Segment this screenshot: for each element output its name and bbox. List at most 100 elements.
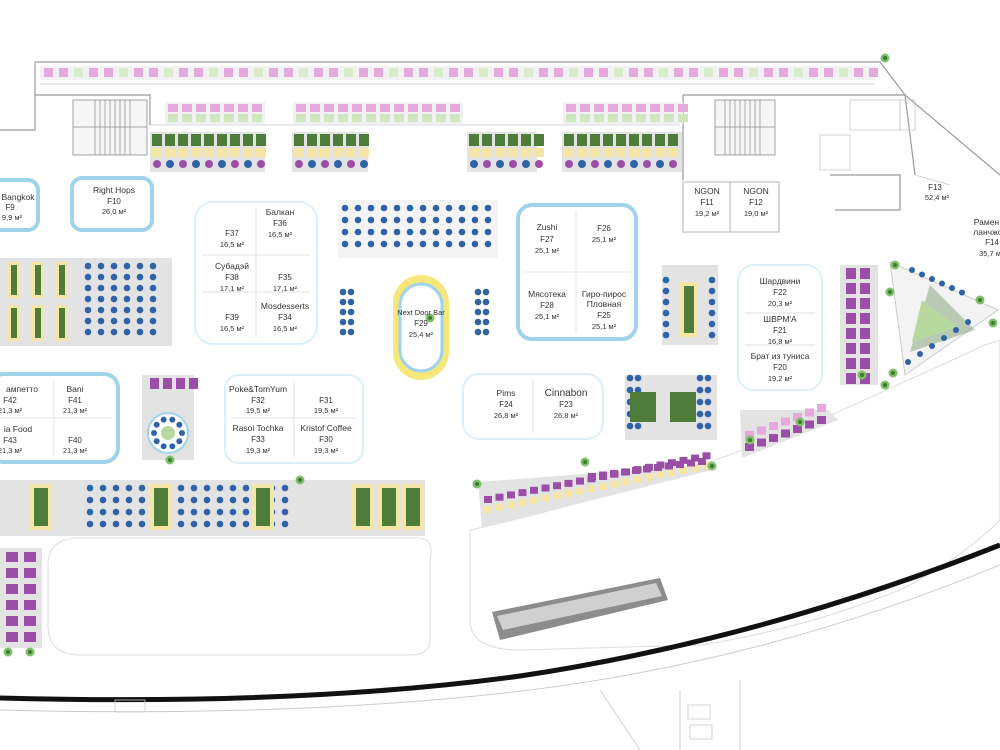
booth-seat bbox=[632, 467, 640, 474]
table bbox=[629, 148, 639, 157]
seat bbox=[177, 520, 185, 528]
table bbox=[846, 358, 856, 369]
chair bbox=[231, 160, 239, 168]
booth-seat bbox=[702, 462, 711, 470]
unit-f22-name[interactable]: Шардвини bbox=[760, 276, 801, 286]
seat bbox=[86, 496, 94, 504]
unit-f33-name[interactable]: Rasoi Tochka bbox=[233, 423, 284, 433]
booth-seat bbox=[678, 114, 688, 122]
seat bbox=[160, 416, 167, 423]
unit-f10-name[interactable]: Right Hops bbox=[93, 185, 135, 195]
seat bbox=[347, 308, 355, 316]
seat bbox=[634, 422, 642, 430]
table bbox=[860, 328, 870, 339]
seat bbox=[347, 298, 355, 306]
seat bbox=[86, 484, 94, 492]
unit-f40-area: 21,3 м² bbox=[63, 446, 88, 455]
window-seat-tile bbox=[794, 68, 803, 77]
booth-seat bbox=[224, 114, 234, 122]
unit-f34-code: F34 bbox=[278, 313, 292, 322]
unit-f25-name[interactable]: Гиро-пирос bbox=[582, 289, 627, 299]
seat bbox=[110, 328, 118, 336]
unit-f24-name[interactable]: Pims bbox=[497, 388, 516, 398]
booth-seat bbox=[664, 114, 674, 122]
table bbox=[603, 148, 613, 157]
table bbox=[256, 148, 266, 157]
unit-f11-name[interactable]: NGON bbox=[694, 186, 720, 196]
booth-seat bbox=[296, 104, 306, 112]
seat bbox=[229, 484, 237, 492]
unit-f32-name[interactable]: Poke&TomYum bbox=[229, 384, 287, 394]
unit-f36-name[interactable]: Балкан bbox=[266, 207, 295, 217]
unit-f30-name[interactable]: Kristof Coffee bbox=[300, 423, 352, 433]
unit-f32-area: 19,5 м² bbox=[246, 406, 271, 415]
booth-seat bbox=[805, 420, 814, 429]
table bbox=[655, 148, 665, 157]
unit-f20-name[interactable]: Брат из туниса bbox=[751, 351, 810, 361]
chair bbox=[604, 160, 612, 168]
unit-f43-name[interactable]: ia Food bbox=[4, 424, 33, 434]
unit-f10-code: F10 bbox=[107, 197, 121, 206]
booth-seat bbox=[757, 438, 766, 447]
unit-f21-name[interactable]: ШВРМ'А bbox=[763, 314, 797, 324]
unit-f9-name[interactable]: Bangkok bbox=[1, 192, 35, 202]
seat bbox=[909, 267, 915, 273]
unit-f12-name[interactable]: NGON bbox=[743, 186, 769, 196]
unit-f38-name[interactable]: Субадэй bbox=[215, 261, 249, 271]
unit-f23-name[interactable]: Cinnabon bbox=[545, 388, 588, 399]
seat bbox=[941, 335, 947, 341]
seat bbox=[662, 331, 670, 339]
seat bbox=[708, 276, 716, 284]
seat bbox=[97, 328, 105, 336]
table bbox=[6, 584, 18, 594]
seat bbox=[138, 520, 146, 528]
seat bbox=[110, 306, 118, 314]
booth-seat bbox=[817, 416, 826, 424]
seat bbox=[136, 317, 144, 325]
unit-f38-area: 17,1 м² bbox=[220, 284, 245, 293]
unit-f30-area: 19,3 м² bbox=[314, 446, 339, 455]
unit-f14-name[interactable]: Рамен и bbox=[974, 217, 1000, 227]
window-seat-tile bbox=[239, 68, 248, 77]
window-seat-tile bbox=[164, 68, 173, 77]
seat bbox=[97, 295, 105, 303]
booth-seat bbox=[636, 114, 646, 122]
unit-f28-name[interactable]: Мясотека bbox=[528, 289, 566, 299]
unit-f42-name[interactable]: ампетто bbox=[6, 384, 38, 394]
unit-f25-name-line2: Пловная bbox=[587, 299, 622, 309]
seat bbox=[965, 319, 971, 325]
unit-f13-code: F13 bbox=[928, 183, 942, 192]
booth-seat bbox=[436, 114, 446, 122]
table bbox=[6, 600, 18, 610]
booth-seat bbox=[594, 104, 604, 112]
unit-f34-name[interactable]: Mosdesserts bbox=[261, 301, 309, 311]
unit-f27-name[interactable]: Zushi bbox=[537, 222, 558, 232]
unit-f36-code: F36 bbox=[273, 219, 287, 228]
unit-f11-code: F11 bbox=[700, 198, 714, 207]
booth-seat bbox=[793, 413, 802, 421]
table bbox=[629, 134, 639, 146]
seat bbox=[84, 317, 92, 325]
unit-f36-area: 16,5 м² bbox=[268, 230, 293, 239]
seat bbox=[229, 520, 237, 528]
booth-seat bbox=[484, 506, 492, 513]
pod-f23-f24 bbox=[462, 373, 604, 440]
booth-seat bbox=[599, 471, 607, 479]
booth-seat bbox=[564, 479, 573, 487]
unit-f41-name[interactable]: Bani bbox=[66, 384, 83, 394]
seat bbox=[380, 216, 388, 224]
chair bbox=[578, 160, 586, 168]
window-seat-tile bbox=[764, 68, 773, 77]
seat bbox=[138, 484, 146, 492]
seat bbox=[704, 422, 712, 430]
table bbox=[860, 343, 870, 354]
table bbox=[534, 148, 544, 157]
seat bbox=[242, 496, 250, 504]
seat bbox=[380, 228, 388, 236]
booth-seat bbox=[622, 114, 632, 122]
unit-f34-area: 16,5 м² bbox=[273, 324, 298, 333]
seat bbox=[123, 273, 131, 281]
seat bbox=[696, 386, 704, 394]
seat bbox=[125, 520, 133, 528]
unit-f29-name[interactable]: Next Door Bar bbox=[397, 308, 445, 317]
